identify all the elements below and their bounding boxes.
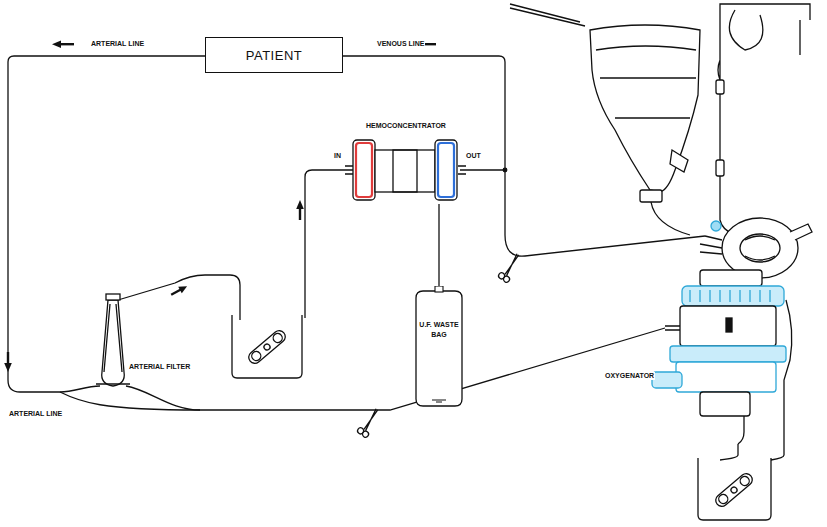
line-label: ARTERIAL LINE xyxy=(8,410,63,418)
part-label: OXYGENATOR xyxy=(604,372,655,380)
waste-bag: U.F. WASTE BAG xyxy=(408,286,470,410)
part-label: ARTERIAL FILTER xyxy=(128,363,191,371)
node-text: PATIENT xyxy=(246,48,302,63)
arterial-tube xyxy=(60,386,100,392)
line-label: ARTERIAL LINE xyxy=(90,40,145,48)
hemo-inlet-tube xyxy=(305,170,353,318)
roller-pump-housing xyxy=(232,315,302,378)
arterial-filter-symbol xyxy=(96,294,130,386)
venous-reservoir xyxy=(510,4,700,235)
hemoconcentrator-device xyxy=(345,140,466,200)
node-text: U.F. WASTE BAG xyxy=(418,320,460,340)
pump-tube xyxy=(720,455,784,460)
oxygenator-device xyxy=(652,270,792,455)
port-label: OUT xyxy=(465,152,482,160)
roller-pump-head xyxy=(246,328,287,365)
junction-dot xyxy=(503,168,507,172)
connector-tube xyxy=(438,204,439,286)
arterial-tube xyxy=(60,328,665,410)
line-label: VENOUS LINE xyxy=(376,40,425,48)
arterial-tube xyxy=(8,56,205,392)
tube-clamp xyxy=(356,407,383,438)
patient-box: PATIENT xyxy=(205,37,343,73)
prime-line xyxy=(716,4,810,235)
flow-arrows xyxy=(4,41,436,373)
pump-inlet-tube xyxy=(118,275,240,320)
venous-pump-assembly xyxy=(700,218,812,278)
port-label: IN xyxy=(333,152,342,160)
hemo-outlet-tube xyxy=(460,169,505,170)
tube-clamp xyxy=(497,252,524,283)
arterial-tube xyxy=(126,386,200,410)
roller-pump-head xyxy=(713,471,754,508)
roller-pump-housing xyxy=(698,458,771,520)
node-text: HEMOCONCENTRATOR xyxy=(348,122,464,129)
bag-outline xyxy=(408,286,470,410)
hemoconcentrator-unit: HEMOCONCENTRATOR xyxy=(348,122,464,204)
